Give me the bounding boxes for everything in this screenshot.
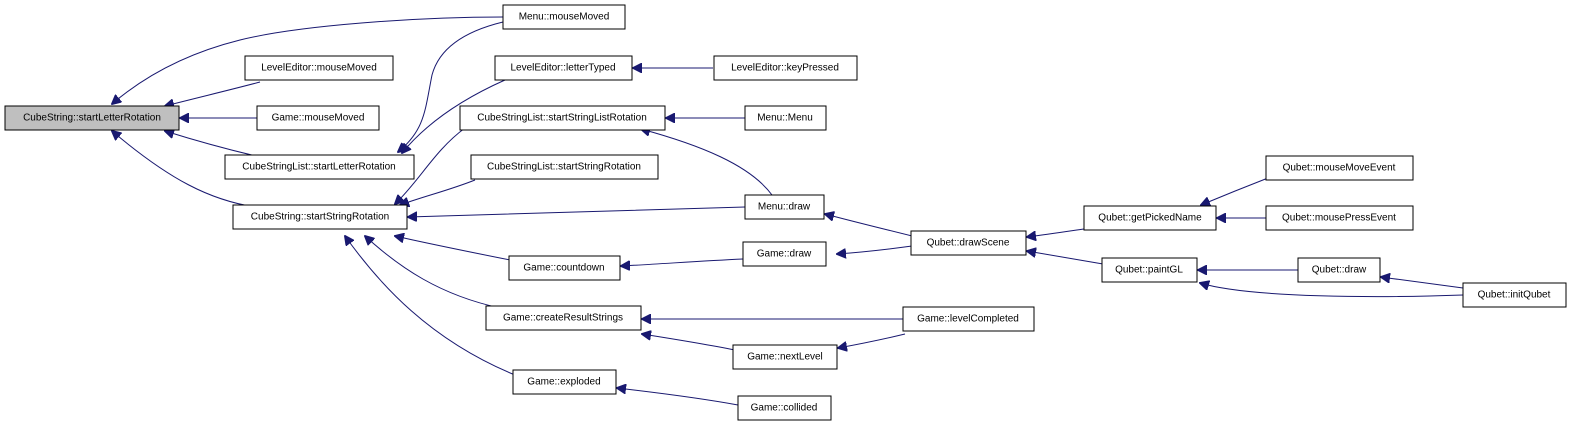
node-label: Qubet::getPickedName <box>1098 213 1202 224</box>
node-cubestring-startletterrotation[interactable]: CubeString::startLetterRotation <box>4 105 180 131</box>
edge-csl-startstringlistrotation-to-cs-startstringrotation <box>395 127 466 204</box>
node-leveleditor-mousemoved[interactable]: LevelEditor::mouseMoved <box>244 55 394 81</box>
node-label: Qubet::initQubet <box>1478 290 1551 301</box>
edges <box>112 16 1464 406</box>
edge-leveleditor-lettertyped-to-csl-startletterrotation <box>402 79 506 153</box>
node-menu-mousemoved[interactable]: Menu::mouseMoved <box>502 4 626 30</box>
node-menu-draw[interactable]: Menu::draw <box>744 194 825 220</box>
node-game-levelcompleted[interactable]: Game::levelCompleted <box>902 306 1035 332</box>
edge-qubet-initqubet-to-qubet-draw <box>1381 277 1464 289</box>
node-cubestring-startstringrotation[interactable]: CubeString::startStringRotation <box>232 204 408 230</box>
edge-game-levelcompleted-to-game-nextlevel <box>838 333 906 348</box>
node-label: Game::nextLevel <box>747 352 823 363</box>
node-leveleditor-keypressed[interactable]: LevelEditor::keyPressed <box>713 55 858 81</box>
node-game-exploded[interactable]: Game::exploded <box>512 369 617 395</box>
edge-game-collided-to-game-exploded <box>617 388 739 406</box>
edge-game-exploded-to-cs-startstringrotation <box>345 236 516 376</box>
node-qubet-getpickedname[interactable]: Qubet::getPickedName <box>1083 205 1217 231</box>
node-label: Game::mouseMoved <box>272 113 365 124</box>
node-leveleditor-lettertyped[interactable]: LevelEditor::letterTyped <box>494 55 633 81</box>
node-label: Game::collided <box>751 403 818 414</box>
node-label: LevelEditor::keyPressed <box>731 63 839 74</box>
node-label: CubeStringList::startStringRotation <box>487 162 641 173</box>
edge-qubet-initqubet-to-qubet-paintgl <box>1200 283 1464 298</box>
node-label: Menu::mouseMoved <box>519 12 610 23</box>
node-label: Game::countdown <box>523 263 604 274</box>
edge-csl-startletterrotation-to-root <box>165 131 261 158</box>
edge-qubet-drawscene-to-game-draw <box>837 245 913 254</box>
node-qubet-initqubet[interactable]: Qubet::initQubet <box>1462 282 1567 308</box>
node-label: Qubet::drawScene <box>927 238 1010 249</box>
node-game-nextlevel[interactable]: Game::nextLevel <box>732 344 838 370</box>
node-cubestringlist-startstringrotation[interactable]: CubeStringList::startStringRotation <box>470 154 659 180</box>
node-label: Menu::Menu <box>757 113 813 124</box>
edge-leveleditor-mousemoved-to-root <box>165 81 261 106</box>
nodes: CubeString::startLetterRotation Menu::mo… <box>4 4 1567 421</box>
edge-menu-mousemoved-to-root <box>112 16 504 104</box>
node-menu-menu[interactable]: Menu::Menu <box>744 105 827 131</box>
node-game-countdown[interactable]: Game::countdown <box>508 255 621 281</box>
node-label: Game::draw <box>757 249 812 260</box>
edge-game-draw-to-game-countdown <box>621 258 744 266</box>
node-label: CubeStringList::startLetterRotation <box>242 162 395 173</box>
node-qubet-paintgl[interactable]: Qubet::paintGL <box>1101 257 1198 283</box>
node-qubet-drawscene[interactable]: Qubet::drawScene <box>910 230 1027 256</box>
edge-qubet-mousemoveevent-to-qubet-getpickedname <box>1201 177 1269 205</box>
edge-csl-startstringrotation-to-cs-startstringrotation <box>400 179 476 205</box>
node-qubet-mousepressevent[interactable]: Qubet::mousePressEvent <box>1265 205 1414 231</box>
node-label: Qubet::paintGL <box>1115 265 1183 276</box>
edge-menu-draw-to-cs-startstringrotation <box>408 206 746 217</box>
node-cubestringlist-startstringlistrotation[interactable]: CubeStringList::startStringListRotation <box>459 105 666 131</box>
edge-menu-draw-to-csl-startstringlistrotation <box>641 129 773 196</box>
node-cubestringlist-startletterrotation[interactable]: CubeStringList::startLetterRotation <box>224 154 415 180</box>
node-label: Game::levelCompleted <box>917 314 1019 325</box>
edge-game-countdown-to-cs-startstringrotation <box>395 236 511 261</box>
node-game-collided[interactable]: Game::collided <box>737 395 832 421</box>
node-label: Game::createResultStrings <box>503 313 623 324</box>
edge-qubet-paintgl-to-qubet-drawscene <box>1027 251 1104 265</box>
node-label: CubeString::startLetterRotation <box>23 113 161 124</box>
edge-cs-startstringrotation-to-root <box>112 131 256 208</box>
edge-game-nextlevel-to-game-createresultstrings <box>642 334 736 351</box>
edge-qubet-getpickedname-to-qubet-drawscene <box>1027 228 1085 237</box>
node-qubet-mousemoveevent[interactable]: Qubet::mouseMoveEvent <box>1265 155 1414 181</box>
node-game-createresultstrings[interactable]: Game::createResultStrings <box>485 305 642 331</box>
edge-qubet-drawscene-to-menu-draw <box>825 214 913 237</box>
node-label: LevelEditor::mouseMoved <box>261 63 377 74</box>
node-label: Game::exploded <box>527 377 600 388</box>
node-game-mousemoved[interactable]: Game::mouseMoved <box>256 105 380 131</box>
node-label: LevelEditor::letterTyped <box>510 63 615 74</box>
node-qubet-draw[interactable]: Qubet::draw <box>1297 257 1381 283</box>
node-game-draw[interactable]: Game::draw <box>742 241 827 267</box>
node-label: CubeString::startStringRotation <box>251 212 389 223</box>
edge-game-createresultstrings-to-cs-startstringrotation <box>365 236 501 309</box>
node-label: CubeStringList::startStringListRotation <box>477 113 647 124</box>
node-label: Qubet::mousePressEvent <box>1282 213 1396 224</box>
node-label: Menu::draw <box>758 202 811 213</box>
node-label: Qubet::draw <box>1312 265 1367 276</box>
edge-menu-mousemoved-to-csl-startletterrotation <box>398 21 504 152</box>
node-label: Qubet::mouseMoveEvent <box>1283 163 1396 174</box>
